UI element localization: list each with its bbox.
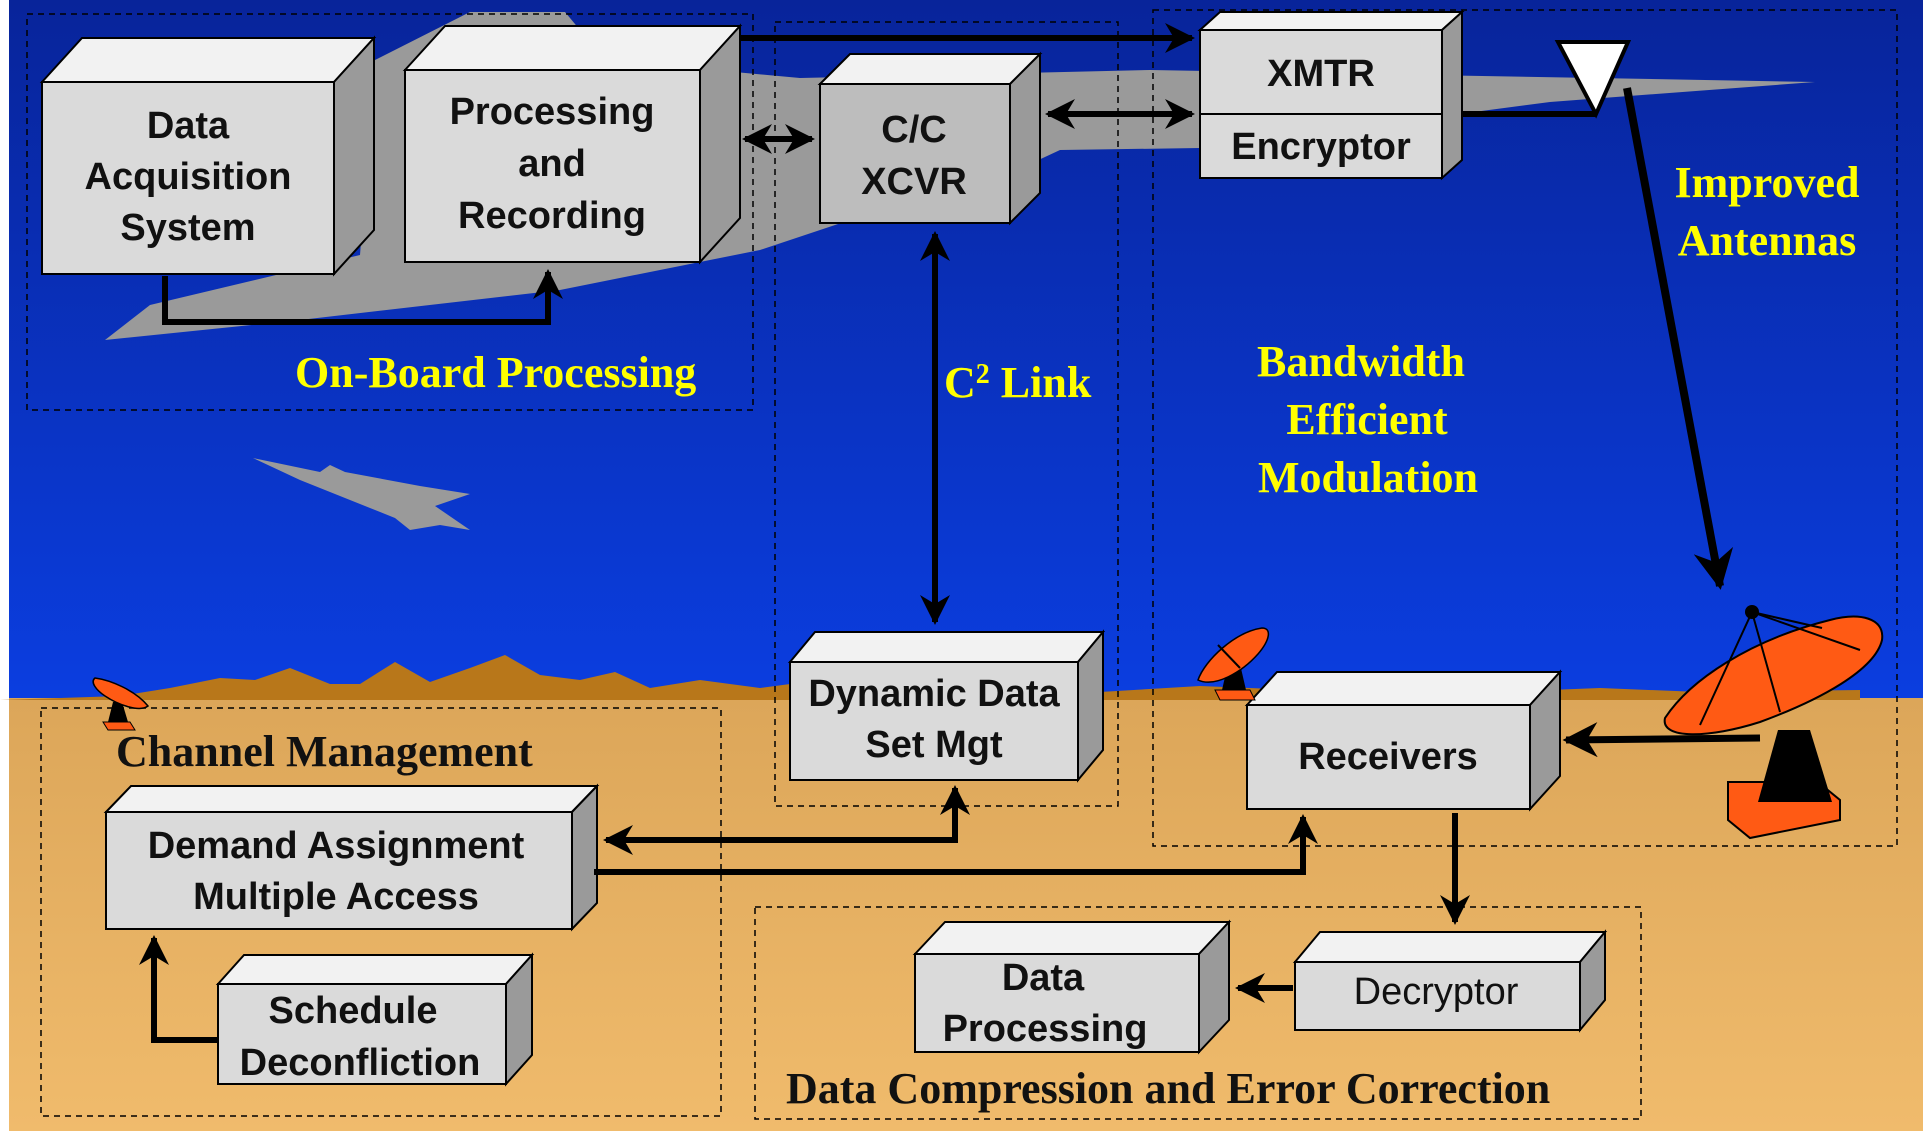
region-onboard	[26, 13, 754, 411]
decryptor-box: Decryptor	[1292, 929, 1608, 1033]
arrow-schedule-to-dama	[139, 935, 218, 1043]
c2-link-c: C	[944, 358, 976, 407]
ground-dish-small-mid-icon	[1197, 627, 1270, 701]
c2-link-label: C2 Link	[944, 358, 1092, 407]
onboard-processing-label: On-Board Processing	[295, 348, 696, 397]
arrow-antenna-to-dish	[1623, 87, 1734, 590]
decryptor-label: Decryptor	[1354, 971, 1519, 1013]
data-compression-label: Data Compression and Error Correction	[786, 1064, 1550, 1113]
region-data-compression	[754, 906, 1642, 1120]
aircraft-antenna-icon	[1554, 40, 1632, 119]
xmtr-label: XMTR	[1267, 53, 1375, 95]
arrow-dynamic-data-to-dama	[603, 785, 970, 855]
channel-management-label: Channel Management	[116, 727, 533, 776]
arrow-dama-to-receivers	[594, 814, 1318, 875]
xmtr-encryptor-box: XMTR Encryptor	[1197, 9, 1465, 181]
region-transmit-receive	[1152, 9, 1898, 847]
ground-dish-large-icon	[1663, 605, 1884, 840]
arrow-acq-to-processing	[162, 269, 563, 325]
encryptor-label: Encryptor	[1231, 126, 1411, 168]
ground-dish-small-left-icon	[92, 677, 150, 731]
c2-link-rest: Link	[990, 358, 1092, 407]
receivers-box: Receivers	[1244, 669, 1563, 812]
region-channel-management	[40, 707, 722, 1117]
aircraft-silhouette-small	[253, 458, 470, 530]
c2-link-superscript: 2	[976, 359, 990, 390]
arrow-dish-to-receivers	[1562, 722, 1761, 758]
receivers-label: Receivers	[1298, 736, 1478, 778]
left-border	[0, 0, 9, 1131]
